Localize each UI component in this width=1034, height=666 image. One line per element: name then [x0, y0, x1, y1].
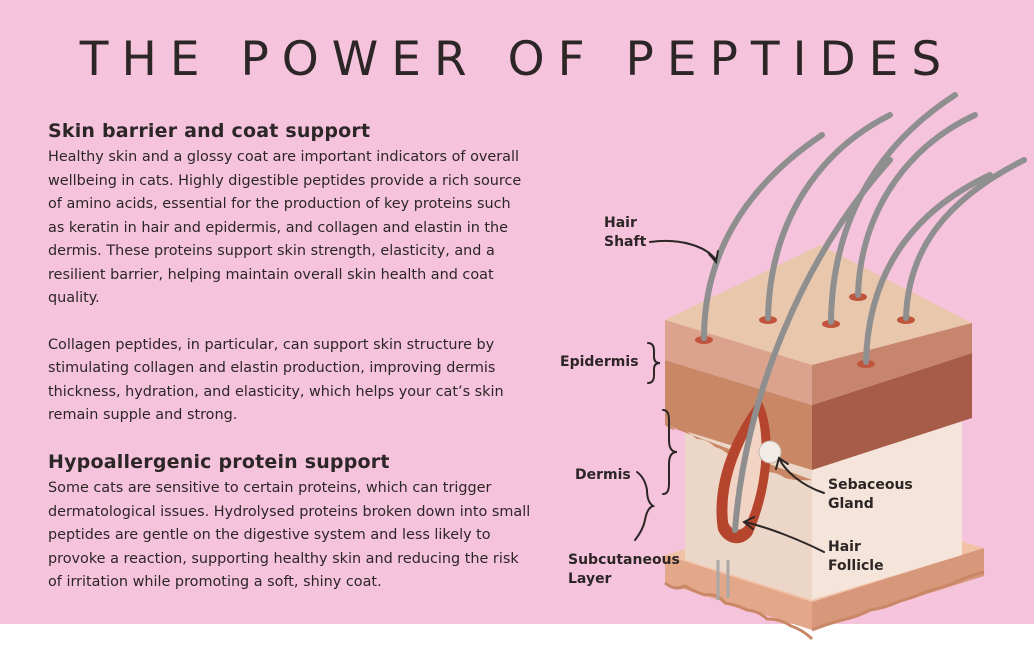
section-paragraph: Collagen peptides, in particular, can su… [48, 336, 504, 424]
page-title: THE POWER OF PEPTIDES [79, 32, 955, 87]
section-hypoallergenic: Hypoallergenic protein support Some cats… [48, 451, 530, 595]
label-hair-follicle: Hair Follicle [828, 539, 884, 574]
section-heading: Skin barrier and coat support [48, 120, 371, 142]
section-heading: Hypoallergenic protein support [48, 451, 390, 473]
skin-cross-section-illustration [634, 92, 1027, 641]
section-paragraph: Healthy skin and a glossy coat are impor… [48, 149, 522, 306]
section-skin-barrier: Skin barrier and coat support Healthy sk… [48, 120, 528, 428]
label-hair-shaft: Hair Shaft [604, 215, 647, 250]
section-paragraph: Some cats are sensitive to certain prote… [48, 480, 531, 590]
label-dermis: Dermis [575, 467, 631, 483]
label-epidermis: Epidermis [560, 354, 639, 370]
label-sebaceous-gland: Sebaceous Gland [828, 477, 913, 512]
skin-diagram: Hair Shaft Epidermis Dermis Subcutaneous… [540, 80, 1034, 662]
label-subcutaneous-layer: Subcutaneous Layer [568, 552, 680, 587]
